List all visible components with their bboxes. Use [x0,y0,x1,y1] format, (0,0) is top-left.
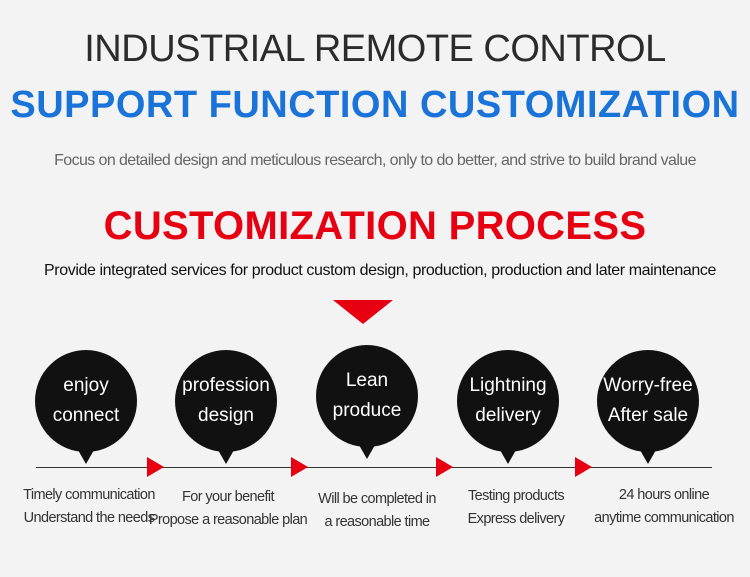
step-desc-line2: a reasonable time [324,514,430,530]
step-desc-line1: Testing products [468,488,565,504]
tagline: Focus on detailed design and meticulous … [54,152,696,169]
step-desc-line1: For your benefit [182,489,275,505]
step-desc-line2: Understand the needs [23,510,155,526]
step-bubble-profession-design: profession design [175,350,277,464]
step-description: For your benefit Propose a reasonable pl… [148,486,308,532]
step-bubble-enjoy-connect: enjoy connect [35,350,137,464]
step-label-line2: After sale [607,405,689,426]
step-label-line2: connect [52,405,120,426]
arrow-right-icon [291,457,308,477]
step-desc-line2: Express delivery [467,511,565,527]
step-description: Will be completed in a reasonable time [297,488,457,534]
down-arrow-icon [333,300,393,324]
step-label-line1: enjoy [63,375,109,396]
process-title: CUSTOMIZATION PROCESS [103,204,647,248]
step-label-line2: design [198,405,254,426]
step-bubble-lightning-delivery: Lightning delivery [457,350,559,464]
step-desc-line1: Will be completed in [318,491,436,507]
process-subtitle: Provide integrated services for product … [44,262,716,279]
step-label-line1: Worry-free [603,375,693,396]
step-description: Testing products Express delivery [436,485,596,531]
arrow-right-icon [575,457,592,477]
step-label-line2: delivery [475,405,541,426]
main-title: INDUSTRIAL REMOTE CONTROL [84,28,666,70]
step-bubble-lean-produce: Lean produce [316,345,418,459]
step-bubble-worry-free-after-sale: Worry-free After sale [597,350,699,464]
step-label-line1: Lightning [469,375,547,396]
timeline-line [36,467,712,468]
step-description: Timely communication Understand the need… [9,484,169,530]
step-label-line2: produce [332,400,402,421]
step-desc-line2: Propose a reasonable plan [148,512,308,528]
feature-title: SUPPORT FUNCTION CUSTOMIZATION [10,84,740,126]
step-desc-line2: anytime communication [594,510,734,526]
arrow-right-icon [147,457,164,477]
step-description: 24 hours online anytime communication [580,484,748,530]
step-label-line1: Lean [345,370,389,391]
step-desc-line1: 24 hours online [618,487,710,503]
step-desc-line1: Timely communication [23,487,155,503]
arrow-right-icon [436,457,453,477]
step-label-line1: profession [182,375,270,396]
